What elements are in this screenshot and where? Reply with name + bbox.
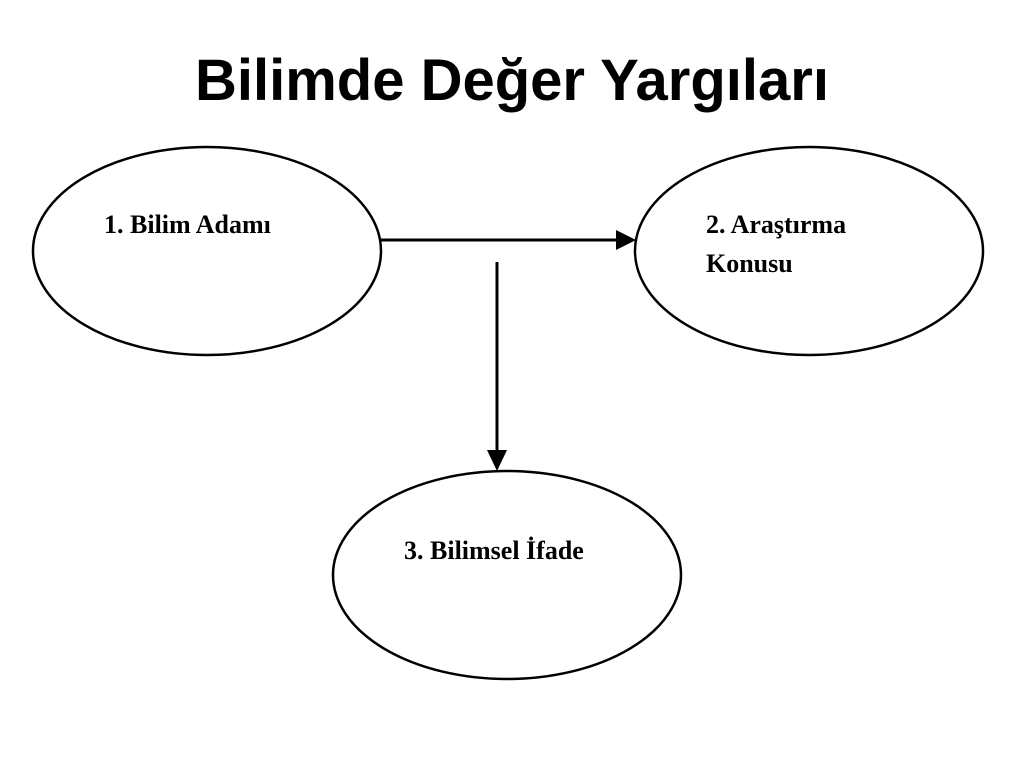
node-bilimsel-ifade: 3. Bilimsel İfade (331, 469, 683, 681)
edge-bilim-adami-to-arastirma-konusu (381, 230, 636, 250)
node-bilim-adami-ellipse (31, 145, 383, 357)
node-bilimsel-ifade-label: 3. Bilimsel İfade (404, 536, 584, 565)
node-arastirma-konusu-ellipse (633, 145, 985, 357)
node-arastirma-konusu-label-line2: Konusu (706, 249, 793, 278)
slide-title: Bilimde Değer Yargıları (195, 48, 829, 113)
edge-bilim-adami-to-bilimsel-ifade (487, 262, 507, 471)
node-bilim-adami: 1. Bilim Adamı (31, 145, 383, 357)
node-bilimsel-ifade-ellipse (331, 469, 683, 681)
node-bilim-adami-label: 1. Bilim Adamı (104, 210, 271, 239)
node-arastirma-konusu: 2. Araştırma Konusu (633, 145, 985, 357)
arrowhead-down-icon (487, 450, 507, 471)
node-arastirma-konusu-label-line1: 2. Araştırma (706, 210, 846, 239)
arrowhead-right-icon (616, 230, 636, 250)
